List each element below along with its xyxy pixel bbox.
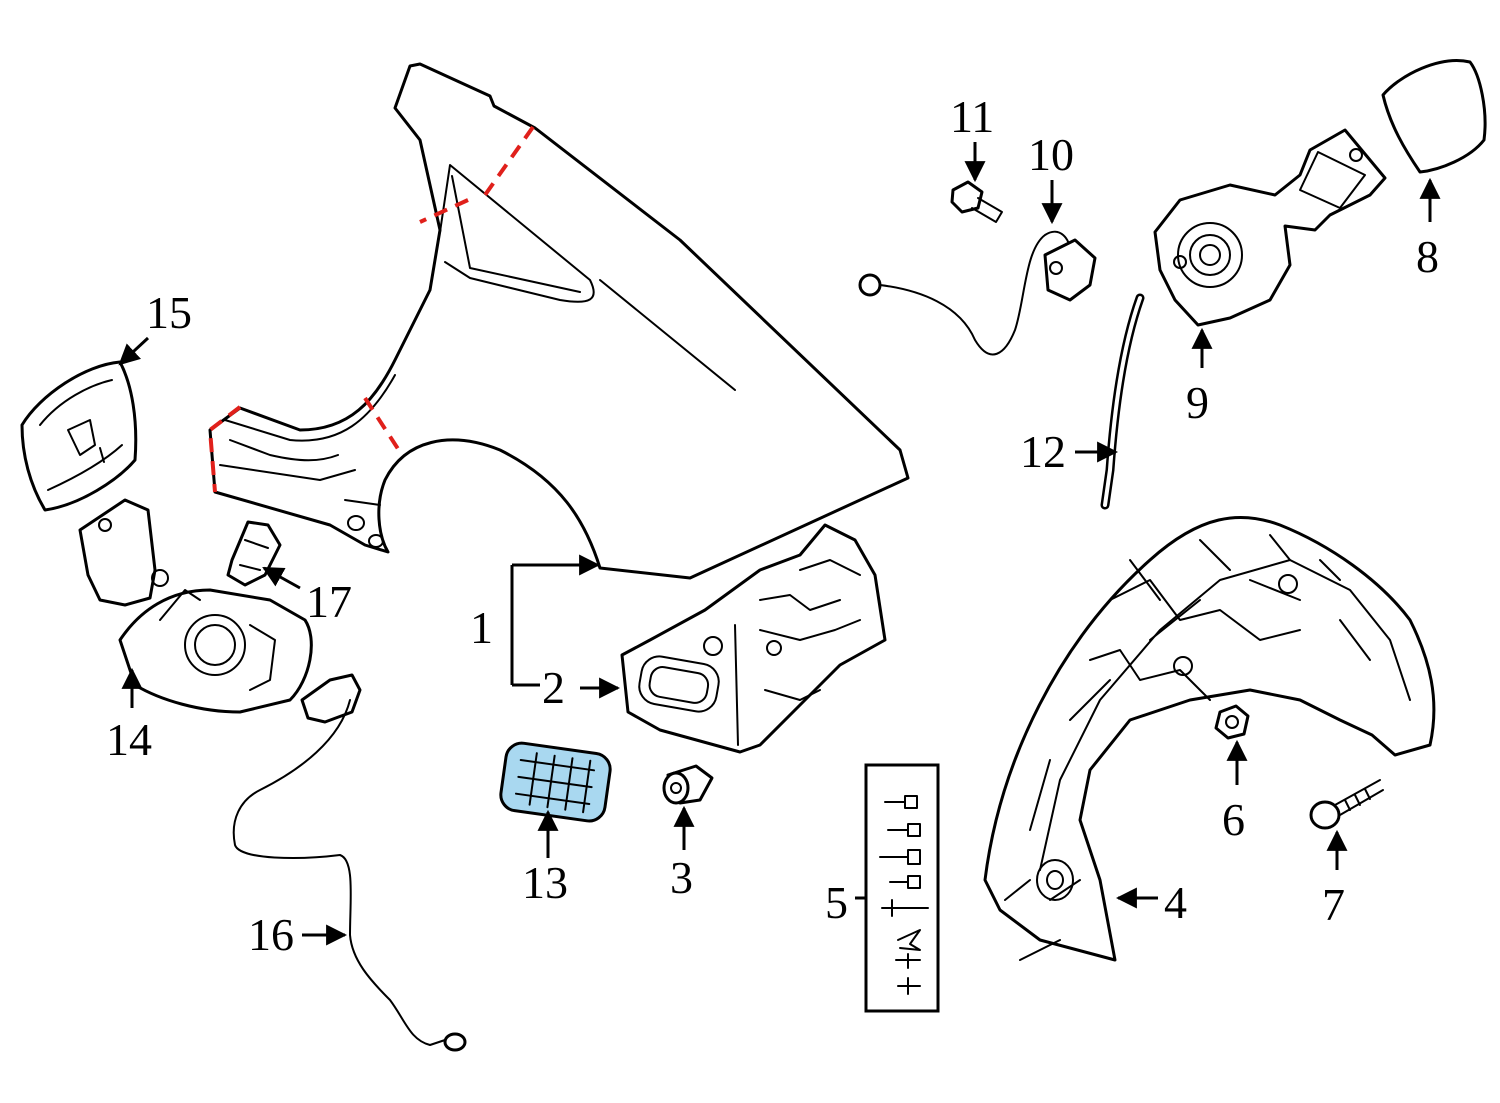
callout-11: 11 — [950, 91, 994, 142]
screw-7 — [1309, 779, 1384, 830]
inner-wheelhouse-panel — [620, 523, 887, 754]
harness-16 — [232, 673, 467, 1052]
callout-6: 6 — [1222, 794, 1245, 845]
callout-1: 1 — [470, 602, 493, 653]
callout-10: 10 — [1028, 129, 1074, 180]
callout-12: 12 — [1020, 426, 1066, 477]
drain-tube-12 — [1100, 293, 1145, 510]
latch-17 — [226, 520, 282, 587]
callouts: 1 2 3 4 5 6 7 8 9 10 11 12 13 14 15 16 1… — [106, 91, 1439, 960]
callout-3: 3 — [670, 852, 693, 903]
callout-17: 17 — [306, 576, 352, 627]
cut-lines — [207, 125, 535, 493]
leader-lines — [118, 142, 1441, 946]
callout-14: 14 — [106, 714, 152, 765]
quarter-panel — [208, 62, 910, 580]
release-actuator-10 — [858, 230, 1097, 356]
fuel-door-8 — [1381, 59, 1487, 174]
callout-16: 16 — [248, 909, 294, 960]
callout-2: 2 — [542, 662, 565, 713]
vent-grille-13 — [499, 741, 612, 823]
callout-13: 13 — [522, 857, 568, 908]
callout-8: 8 — [1416, 231, 1439, 282]
callout-4: 4 — [1164, 877, 1187, 928]
hardware-kit-5 — [864, 763, 940, 1013]
bolt-11 — [950, 180, 1003, 223]
clip-nut-3 — [662, 764, 714, 805]
charge-port-housing-14 — [78, 498, 313, 714]
callout-9: 9 — [1186, 377, 1209, 428]
callout-15: 15 — [146, 287, 192, 338]
fuel-housing-9 — [1153, 128, 1387, 327]
wheel-liner-4 — [983, 515, 1436, 962]
charge-port-door-15 — [20, 360, 138, 512]
callout-5: 5 — [825, 877, 848, 928]
nut-6 — [1214, 704, 1250, 740]
callout-7: 7 — [1322, 879, 1345, 930]
